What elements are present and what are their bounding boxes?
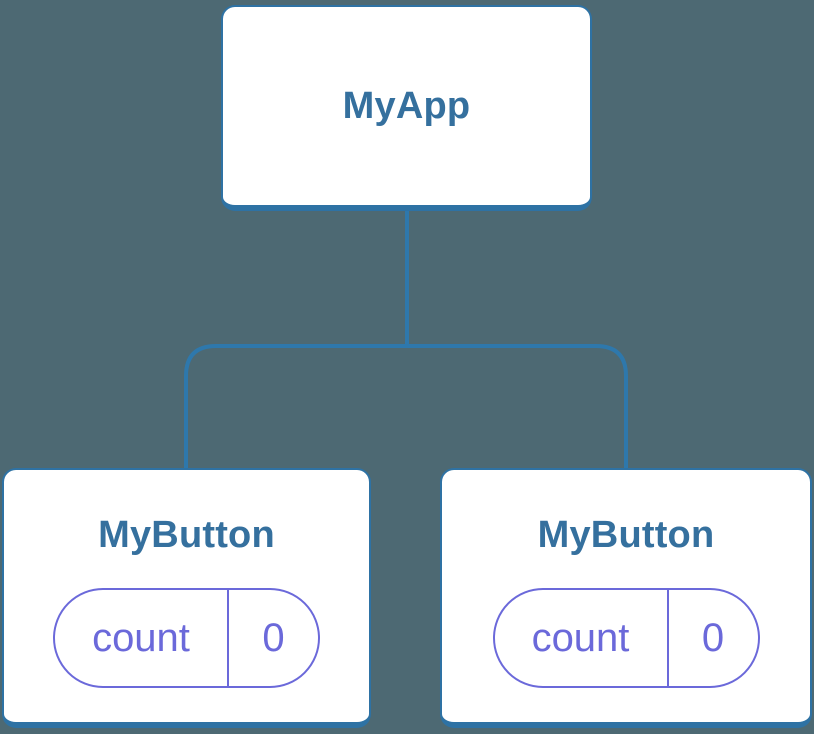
- state-key-label: count: [531, 615, 630, 660]
- child-component-label: MyButton: [98, 514, 275, 556]
- child-component-node-2: MyButton count 0: [440, 468, 812, 728]
- child-component-node-1: MyButton count 0: [2, 468, 371, 728]
- root-component-node: MyApp: [221, 5, 592, 211]
- state-badge: count 0: [53, 588, 320, 688]
- state-value-cell: 0: [229, 590, 318, 686]
- state-key-cell: count: [55, 590, 229, 686]
- state-key-label: count: [92, 615, 190, 660]
- root-component-label: MyApp: [342, 85, 471, 127]
- child-component-label: MyButton: [537, 514, 715, 556]
- state-key-cell: count: [495, 590, 669, 686]
- state-value-label: 0: [262, 615, 285, 660]
- state-value-cell: 0: [669, 590, 758, 686]
- state-badge: count 0: [492, 588, 760, 688]
- state-value-label: 0: [701, 615, 725, 660]
